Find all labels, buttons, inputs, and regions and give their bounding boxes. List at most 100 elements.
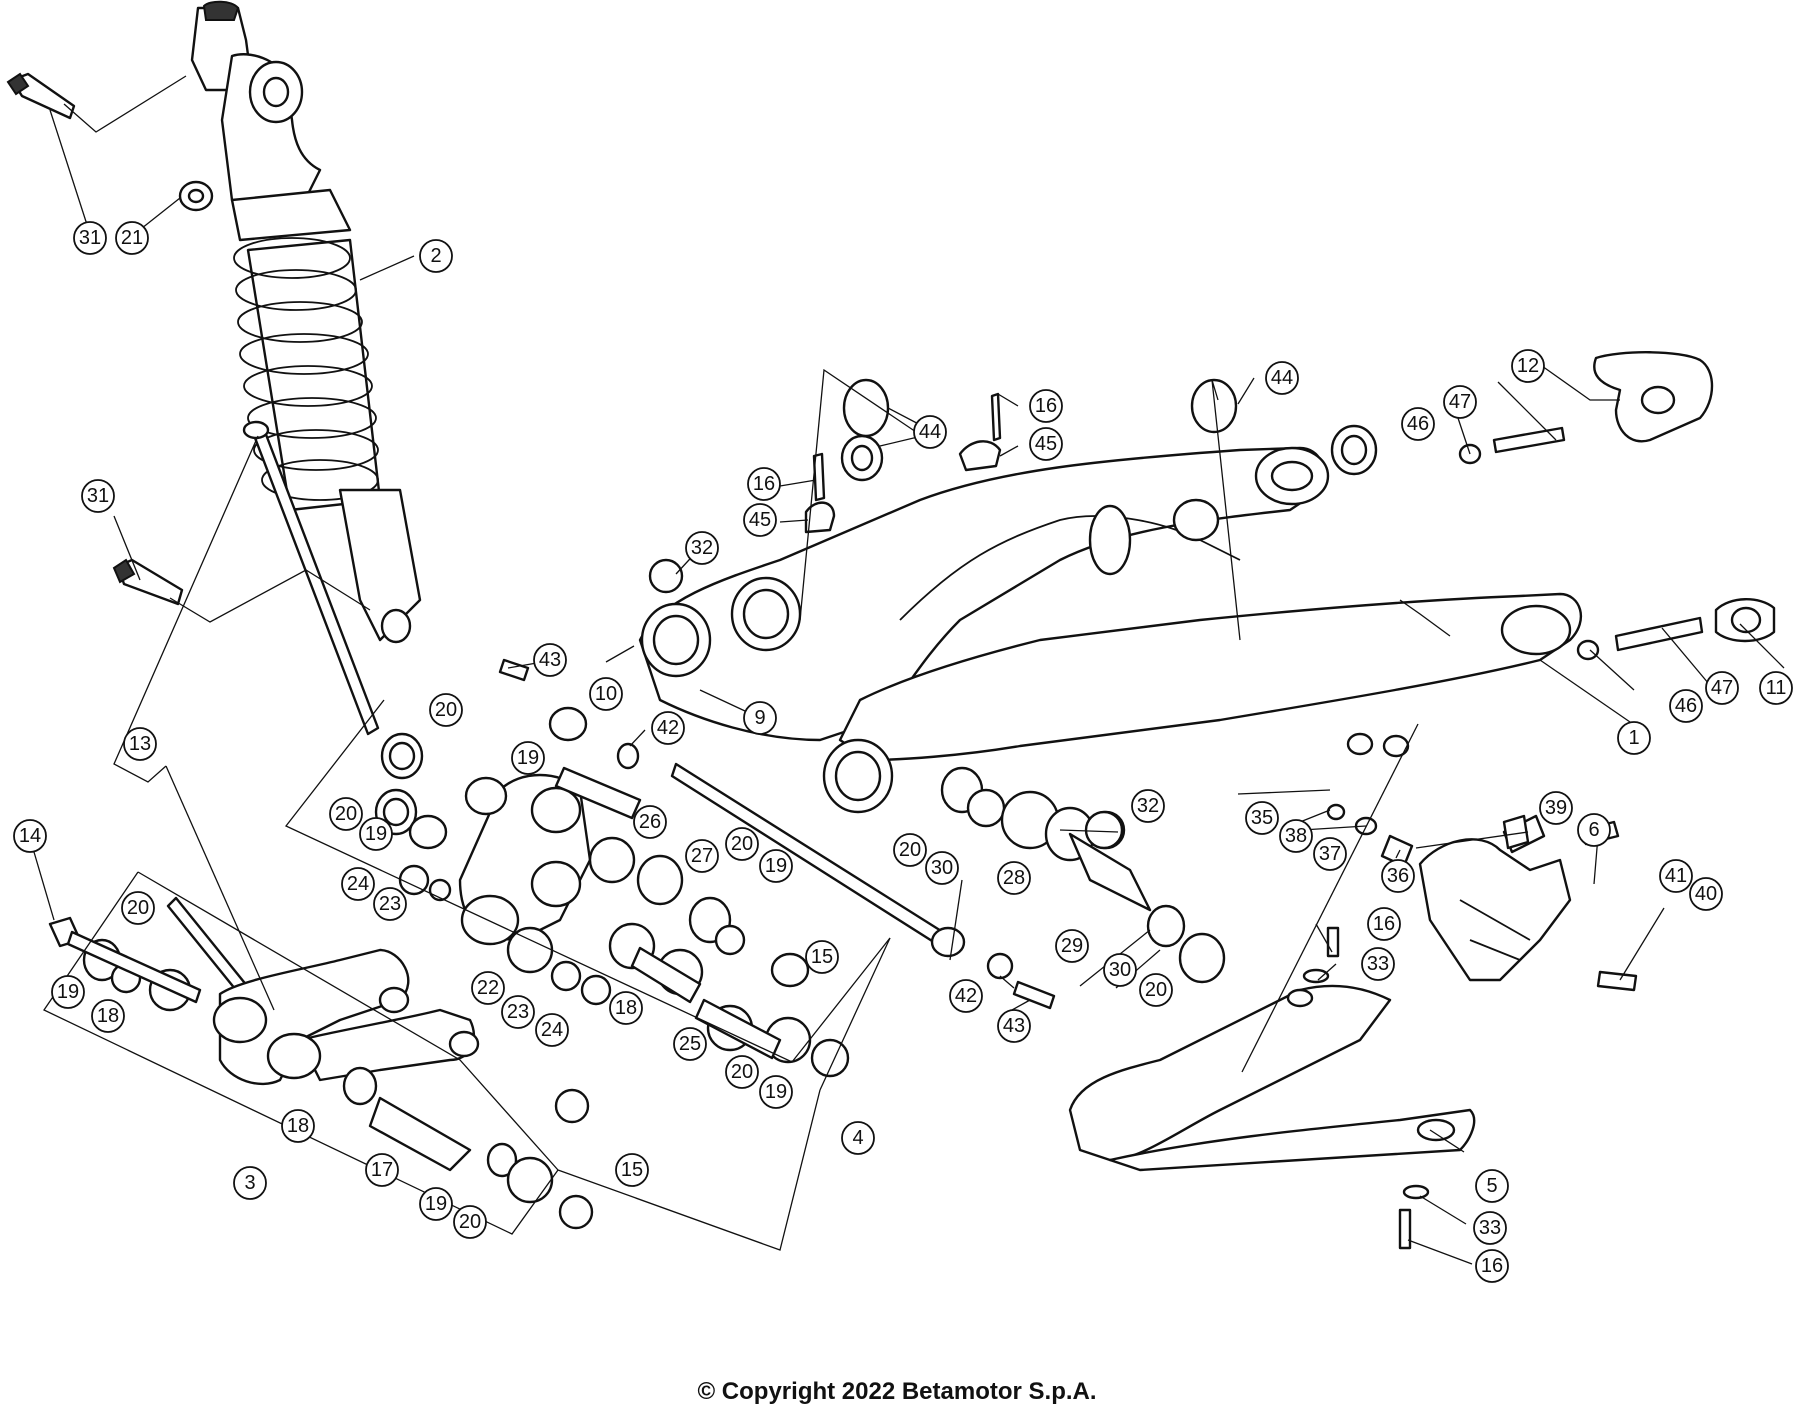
swingarm (638, 446, 1582, 814)
callout-23a: 23 (373, 887, 407, 921)
callout-33b: 33 (1473, 1211, 1507, 1245)
svg-text:11: 11 (1766, 677, 1787, 699)
callout-41: 41 (1659, 859, 1693, 893)
svg-text:40: 40 (1695, 883, 1717, 905)
svg-text:14: 14 (19, 825, 41, 847)
callout-19c: 19 (759, 849, 793, 883)
callout-30a: 30 (925, 851, 959, 885)
svg-text:45: 45 (749, 509, 771, 531)
svg-text:22: 22 (477, 977, 499, 999)
svg-text:20: 20 (899, 839, 921, 861)
callout-31b: 31 (81, 479, 115, 513)
callout-18a: 18 (91, 999, 125, 1033)
callout-45b: 45 (743, 503, 777, 537)
callout-31a: 31 (73, 221, 107, 255)
svg-text:47: 47 (1711, 677, 1733, 699)
svg-text:19: 19 (57, 981, 79, 1003)
callout-44a: 44 (913, 415, 947, 449)
svg-text:43: 43 (1003, 1015, 1025, 1037)
callout-28: 28 (997, 861, 1031, 895)
svg-text:20: 20 (127, 897, 149, 919)
callout-32b: 32 (1131, 789, 1165, 823)
callout-47a: 47 (1443, 385, 1477, 419)
callout-42b: 42 (949, 979, 983, 1013)
svg-text:44: 44 (919, 421, 941, 443)
group-outlines (43, 699, 1419, 1251)
callout-46b: 46 (1669, 689, 1703, 723)
shock-upper-bolt (6, 72, 76, 120)
svg-text:16: 16 (1035, 395, 1057, 417)
callout-4: 4 (841, 1121, 875, 1155)
svg-text:32: 32 (691, 537, 713, 559)
svg-text:23: 23 (379, 893, 401, 915)
callout-36: 36 (1381, 859, 1415, 893)
callout-43b: 43 (997, 1009, 1031, 1043)
callout-19b: 19 (359, 817, 393, 851)
callout-25: 25 (673, 1027, 707, 1061)
chain-adjuster-block (1714, 598, 1776, 643)
svg-text:6: 6 (1588, 819, 1599, 841)
callout-24b: 24 (535, 1013, 569, 1047)
callout-17: 17 (365, 1153, 399, 1187)
svg-text:42: 42 (657, 717, 679, 739)
chain-adjuster-bolts (1458, 426, 1704, 661)
chain-guide-hardware (1326, 803, 1530, 868)
callout-26: 26 (633, 805, 667, 839)
svg-text:2: 2 (430, 245, 441, 267)
callout-29: 29 (1055, 929, 1089, 963)
svg-text:44: 44 (1271, 367, 1293, 389)
svg-text:20: 20 (435, 699, 457, 721)
svg-text:10: 10 (595, 683, 617, 705)
callout-16d: 16 (1475, 1249, 1509, 1283)
callout-15b: 15 (615, 1153, 649, 1187)
svg-text:20: 20 (1145, 979, 1167, 1001)
svg-text:37: 37 (1319, 843, 1341, 865)
svg-text:19: 19 (517, 747, 539, 769)
callout-42a: 42 (651, 711, 685, 745)
callout-39: 39 (1539, 791, 1573, 825)
svg-text:47: 47 (1449, 391, 1471, 413)
callout-20g: 20 (893, 833, 927, 867)
shock-lower-bolt (112, 558, 184, 606)
svg-text:43: 43 (539, 649, 561, 671)
callout-38: 38 (1279, 819, 1313, 853)
callout-18c: 18 (281, 1109, 315, 1143)
callout-27: 27 (685, 839, 719, 873)
svg-text:16: 16 (1373, 913, 1395, 935)
svg-text:23: 23 (507, 1001, 529, 1023)
callout-22: 22 (471, 971, 505, 1005)
chain-guide-plate (1593, 351, 1714, 443)
callout-19f: 19 (419, 1187, 453, 1221)
callout-19a: 19 (511, 741, 545, 775)
svg-text:36: 36 (1387, 865, 1409, 887)
link-arm (212, 948, 480, 1086)
svg-text:45: 45 (1035, 433, 1057, 455)
svg-text:35: 35 (1251, 807, 1273, 829)
linkage-axle-long (242, 420, 380, 736)
svg-text:20: 20 (335, 803, 357, 825)
callout-6: 6 (1577, 813, 1611, 847)
svg-text:19: 19 (765, 855, 787, 877)
swingarm-pivot-shaft (670, 762, 966, 958)
callout-23b: 23 (501, 995, 535, 1029)
callout-20d: 20 (121, 891, 155, 925)
svg-text:27: 27 (691, 845, 713, 867)
callout-20a: 20 (429, 693, 463, 727)
svg-text:41: 41 (1665, 865, 1687, 887)
callout-33a: 33 (1361, 947, 1395, 981)
callout-46a: 46 (1401, 407, 1435, 441)
svg-text:4: 4 (852, 1127, 863, 1149)
linkage-rocker (458, 773, 592, 946)
callout-12: 12 (1511, 349, 1545, 383)
svg-text:20: 20 (459, 1211, 481, 1233)
svg-text:19: 19 (765, 1081, 787, 1103)
svg-text:18: 18 (287, 1115, 309, 1137)
callout-15a: 15 (805, 940, 839, 974)
callout-10: 10 (589, 677, 623, 711)
svg-text:32: 32 (1137, 795, 1159, 817)
callout-47b: 47 (1705, 671, 1739, 705)
callout-35: 35 (1245, 801, 1279, 835)
svg-text:33: 33 (1479, 1217, 1501, 1239)
callout-19d: 19 (51, 975, 85, 1009)
